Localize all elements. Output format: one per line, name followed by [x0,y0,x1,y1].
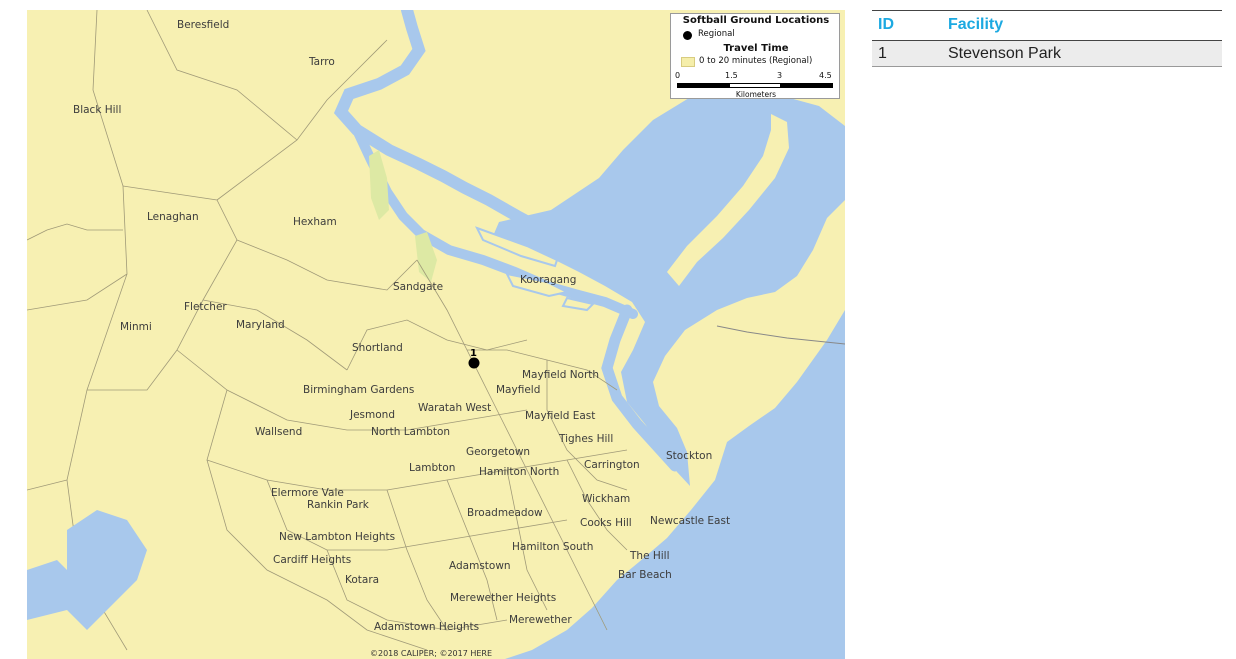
west-water [27,510,147,630]
place-label: Carrington [584,459,640,471]
place-label: Kooragang [520,274,576,286]
map-panel[interactable]: Beresfield Tarro Black Hill Lenaghan Hex… [27,10,845,659]
place-label: Adamstown [449,560,511,572]
place-label: Elermore Vale [271,487,344,499]
place-label: Tighes Hill [558,433,613,445]
place-label: Newcastle East [650,515,730,527]
river-mouth [601,304,681,472]
grey-coast-strip [716,325,845,345]
table-header-row: ID Facility [872,10,1222,41]
scale-units: Kilometers [735,90,777,99]
place-label: Fletcher [184,301,227,313]
place-label: Black Hill [73,104,121,116]
map-canvas[interactable]: Beresfield Tarro Black Hill Lenaghan Hex… [27,10,845,659]
place-label: Maryland [236,319,285,331]
place-label: Hamilton North [479,466,559,478]
facility-marker-label: 1 [470,348,477,359]
place-label: Adamstown Heights [374,621,479,633]
place-label: Lenaghan [147,211,199,223]
place-label: Beresfield [177,19,229,31]
place-label: Birmingham Gardens [303,384,414,396]
scale-tick: 1.5 [725,71,738,80]
legend-title: Softball Ground Locations [682,15,830,26]
scale-tick: 4.5 [819,71,832,80]
facility-id-cell: 1 [872,40,942,67]
wetland-highlight-2 [415,232,437,282]
place-label: Cardiff Heights [273,554,351,566]
place-label: Rankin Park [307,499,370,511]
map-legend: Softball Ground Locations Regional Trave… [670,13,840,99]
place-label: Mayfield [496,384,540,396]
place-label: Jesmond [349,409,395,421]
column-header-id: ID [872,10,942,41]
place-labels: Beresfield Tarro Black Hill Lenaghan Hex… [73,19,730,633]
wetland-highlight [369,150,389,220]
map-credit: ©2018 CALIPER; ©2017 HERE [370,649,493,658]
regional-dot-icon [683,31,692,40]
legend-regional-label: Regional [698,29,735,39]
place-label: Hexham [293,216,337,228]
travel-time-swatch [681,57,695,67]
place-label: The Hill [629,550,670,562]
place-label: Stockton [666,450,712,462]
place-label: Hamilton South [512,541,593,553]
facility-marker[interactable] [468,357,480,369]
scale-bar-segment [677,83,729,88]
table-row[interactable]: 1 Stevenson Park [872,40,1222,67]
place-label: Minmi [120,321,152,333]
place-label: Broadmeadow [467,507,543,519]
place-label: Merewether Heights [450,592,556,604]
place-label: Shortland [352,342,403,354]
place-label: Georgetown [466,446,530,458]
bay-sandbar [667,114,789,286]
place-label: Wallsend [255,426,302,438]
islands [474,226,595,312]
place-label: Mayfield North [522,369,599,381]
place-label: Tarro [308,56,335,68]
place-label: Sandgate [393,281,443,293]
scale-tick: 0 [675,71,681,80]
place-label: Waratah West [418,402,491,414]
place-label: New Lambton Heights [279,531,395,543]
place-label: Bar Beach [618,569,672,581]
place-label: Mayfield East [525,410,595,422]
place-label: Wickham [582,493,630,505]
place-label: Lambton [409,462,455,474]
facility-table: ID Facility 1 Stevenson Park [872,10,1222,67]
scale-bar-segment [729,83,781,88]
ocean [505,310,845,659]
legend-travel-time-title: Travel Time [723,43,789,54]
place-label: Merewether [509,614,572,626]
place-label: Kotara [345,574,379,586]
facility-name-cell: Stevenson Park [942,40,1222,67]
place-label: North Lambton [371,426,450,438]
place-label: Cooks Hill [580,517,632,529]
scale-bar-segment [781,83,833,88]
legend-range-label: 0 to 20 minutes (Regional) [699,56,813,66]
column-header-facility: Facility [942,10,1222,41]
scale-tick: 3 [777,71,783,80]
